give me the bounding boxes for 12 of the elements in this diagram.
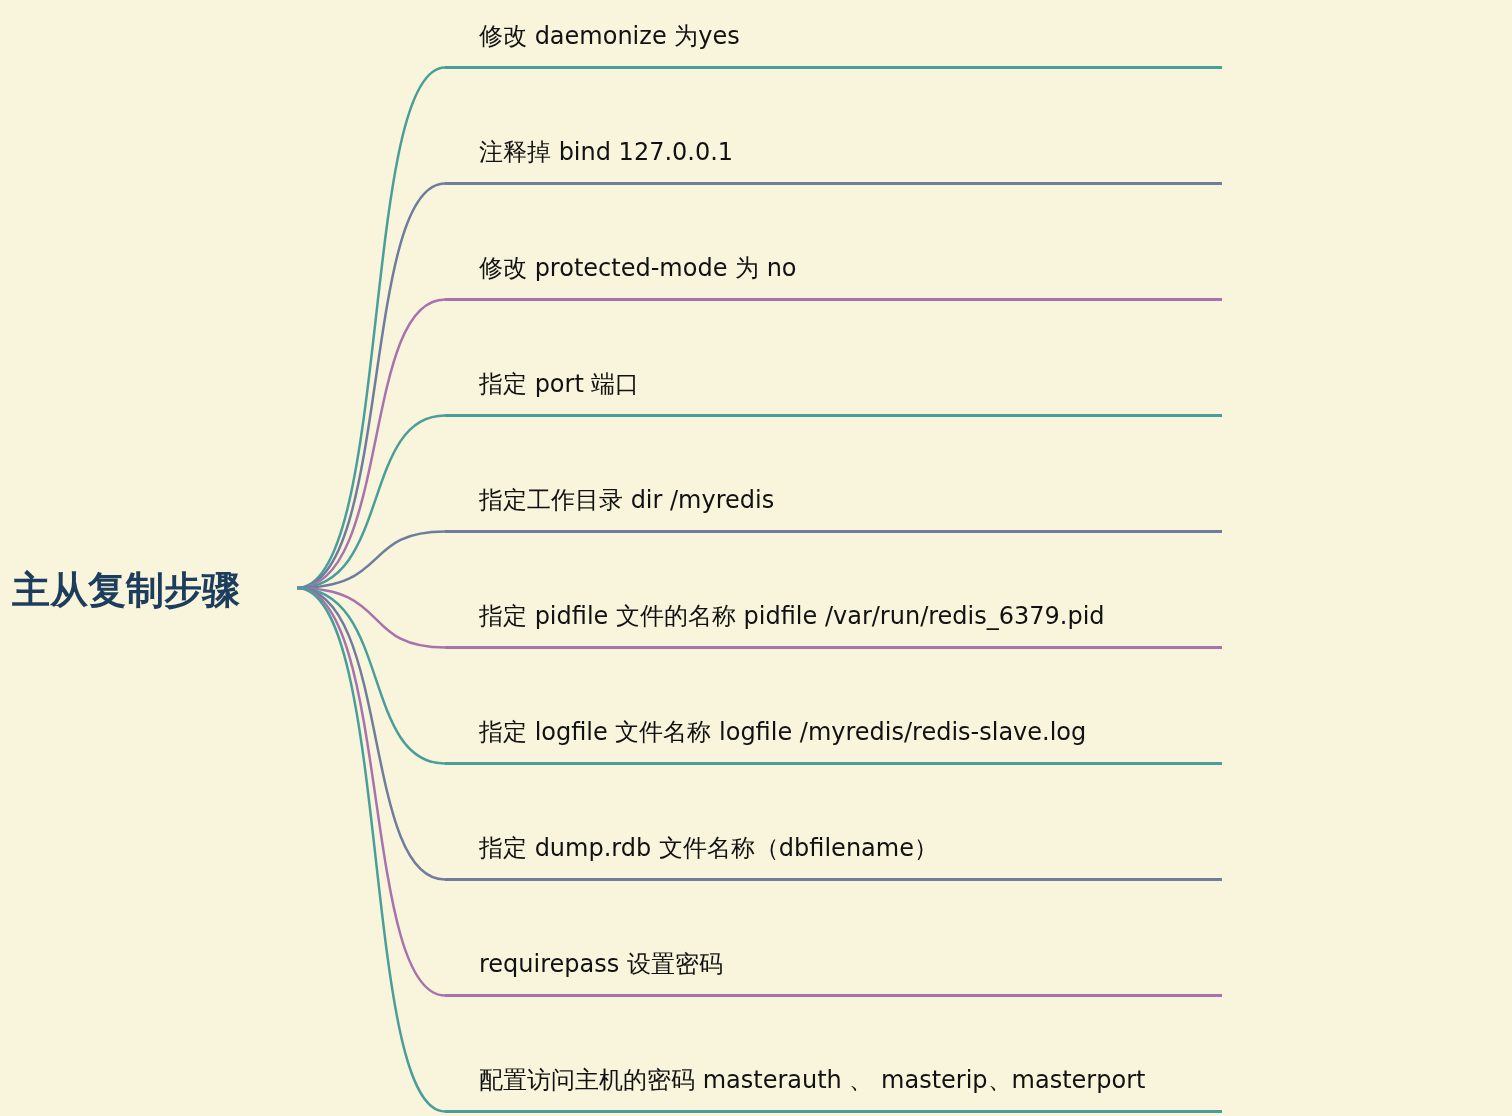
central-topic: 主从复制步骤	[12, 562, 240, 618]
branch-topic: 修改 daemonize 为yes	[445, 5, 1222, 69]
branch-topic: 配置访问主机的密码 masterauth 、 masterip、masterport	[445, 1049, 1222, 1113]
branch-topic: 修改 protected-mode 为 no	[445, 237, 1222, 301]
branch-line	[296, 586, 446, 1113]
branch-topic: 指定 pidfile 文件的名称 pidfile /var/run/redis_6379.pid	[445, 585, 1222, 649]
branch-topic: 指定 logfile 文件名称 logfile /myredis/redis-slave.log	[445, 701, 1222, 765]
branch-topic: 注释掉 bind 127.0.0.1	[445, 121, 1222, 185]
branch-topic: 指定 dump.rdb 文件名称（dbfilename）	[445, 817, 1222, 881]
branch-topic: 指定 port 端口	[445, 353, 1222, 417]
branch-topic: requirepass 设置密码	[445, 933, 1222, 997]
branch-topic: 指定工作目录 dir /myredis	[445, 469, 1222, 533]
